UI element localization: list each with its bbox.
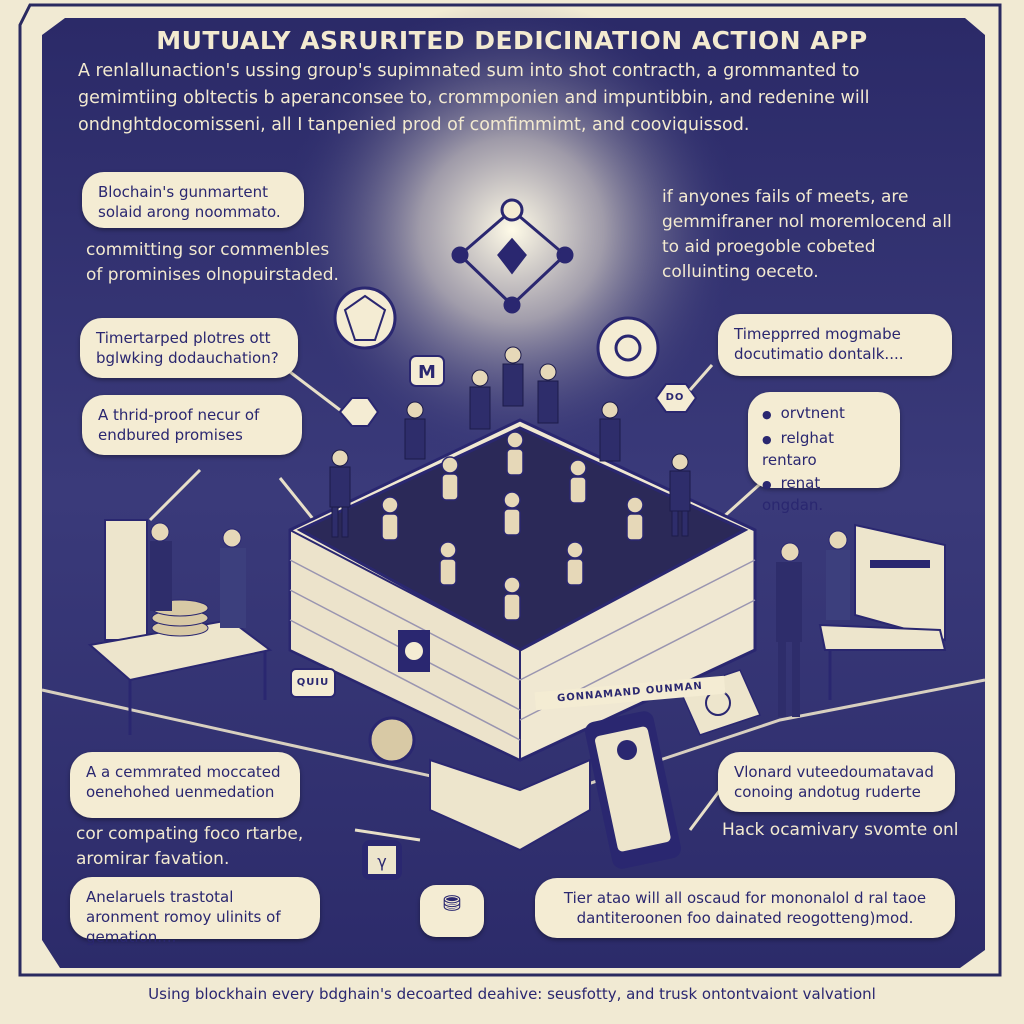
right-text-if-anyone-fails: if anyones fails of meets, are gemmifran… bbox=[662, 187, 952, 282]
node-circle-icon bbox=[333, 286, 397, 350]
footer-caption: Using blockhain every bdghain's decoarte… bbox=[148, 985, 876, 1003]
callout-commated: A a cemmrated moccated oenehohed uenmeda… bbox=[70, 752, 300, 818]
left-text-committing: committing sor commenbles of prominises … bbox=[86, 240, 339, 285]
stamp-icon: γ bbox=[362, 840, 402, 880]
callout-bullet-list: orvtnent relghat rentaro renat ongdan. bbox=[748, 392, 900, 514]
blockchain-network-icon bbox=[451, 198, 574, 314]
connector-lines bbox=[148, 364, 772, 842]
bullet-item: relghat rentaro bbox=[762, 428, 886, 470]
coin-circle-icon bbox=[596, 316, 660, 380]
left-text-compating: cor compating foco rtarbe, aromirar fava… bbox=[76, 824, 304, 869]
coin-icon bbox=[368, 716, 416, 764]
right-text-hack: Hack ocamivary svomte onl bbox=[722, 820, 959, 840]
bullet-item: orvtnent bbox=[762, 403, 886, 425]
m-badge-icon: M bbox=[409, 355, 445, 387]
callout-blockchain-guarantee: Blochain's gunmartent solaid arong noomm… bbox=[82, 172, 304, 228]
callout-vlonard: Vlonard vuteedoumatavad conoing andotug … bbox=[718, 752, 955, 812]
phone-in-hand bbox=[585, 711, 681, 869]
svg-text:γ: γ bbox=[377, 852, 386, 871]
callout-anelaruels: Anelaruels trastotal aronment romoy ulin… bbox=[70, 877, 320, 946]
hexagon-do-icon bbox=[654, 383, 698, 413]
intro-paragraph: A renlallunaction's ussing group's supim… bbox=[78, 61, 870, 135]
hexagon-lock-icon bbox=[338, 397, 380, 427]
callout-timestamped: Timertarped plotres ott bglwking dodauch… bbox=[80, 318, 298, 378]
people-on-platform bbox=[381, 431, 644, 621]
coin-stack-icon: ⛃ bbox=[420, 885, 484, 937]
desk-scene-right bbox=[776, 523, 947, 717]
hexagon-label: DO bbox=[665, 392, 685, 403]
page-title: MUTUALY ASRURITED DEDICINATION ACTION AP… bbox=[156, 26, 868, 55]
desk-scene-left bbox=[87, 519, 273, 735]
svg-text:M: M bbox=[418, 362, 436, 383]
panel-border bbox=[18, 3, 1002, 977]
standing-people bbox=[329, 346, 691, 538]
chat-bubble-icon: QUIU bbox=[290, 668, 336, 698]
callout-timeprred: Timepprred mogmabe docutimatio dontalk..… bbox=[718, 314, 952, 376]
bullet-item: renat ongdan. bbox=[762, 473, 886, 515]
lower-box bbox=[429, 758, 591, 852]
callout-tier: Tier atao will all oscaud for mononalol … bbox=[535, 878, 955, 938]
callout-third-proof: A thrid-proof necur of endbured promises bbox=[82, 395, 302, 455]
